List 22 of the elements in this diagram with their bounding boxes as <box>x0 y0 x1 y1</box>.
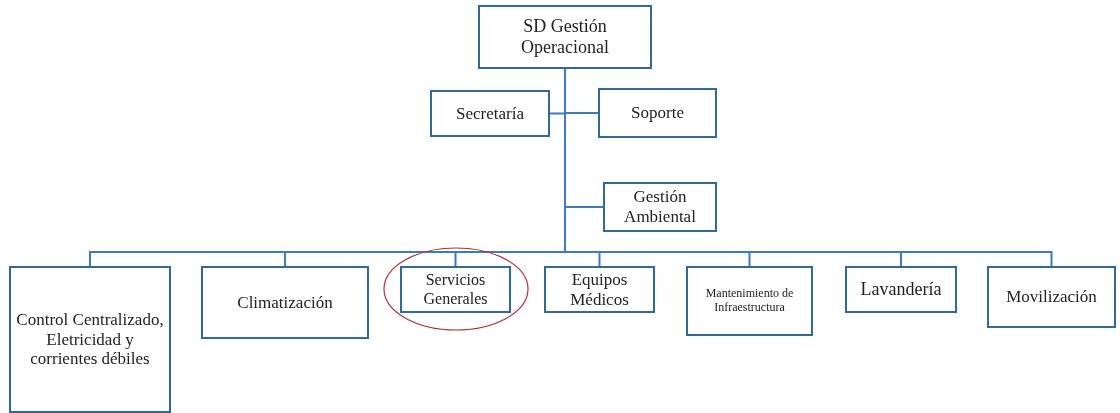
org-box <box>430 90 550 137</box>
unit-name: Lavandería <box>860 279 942 300</box>
unit-name: Control Centralizado, Eletricidad y corrientes débiles <box>15 310 165 369</box>
unit-name: Climatización <box>237 292 333 313</box>
org-box <box>400 266 511 313</box>
org-box <box>544 266 655 313</box>
org-box <box>603 182 717 232</box>
org-box <box>686 266 813 336</box>
org-box <box>987 266 1116 328</box>
unit-name: Mantenimiento de Infraestructura <box>704 287 795 315</box>
unit-name: Gestión Ambiental <box>623 187 697 227</box>
unit-name: SD Gestión Operacional <box>520 16 610 58</box>
unit-name: Equipos Médicos <box>569 269 630 310</box>
unit-name: Servicios Generales <box>422 271 489 308</box>
unit-name: Soporte <box>631 103 684 123</box>
org-box <box>9 266 171 413</box>
org-box <box>201 266 369 339</box>
org-box <box>845 266 957 313</box>
unit-name: Movilización <box>1006 287 1097 307</box>
org-box <box>598 88 717 138</box>
org-box <box>478 5 652 69</box>
unit-name: Secretaría <box>456 103 524 124</box>
